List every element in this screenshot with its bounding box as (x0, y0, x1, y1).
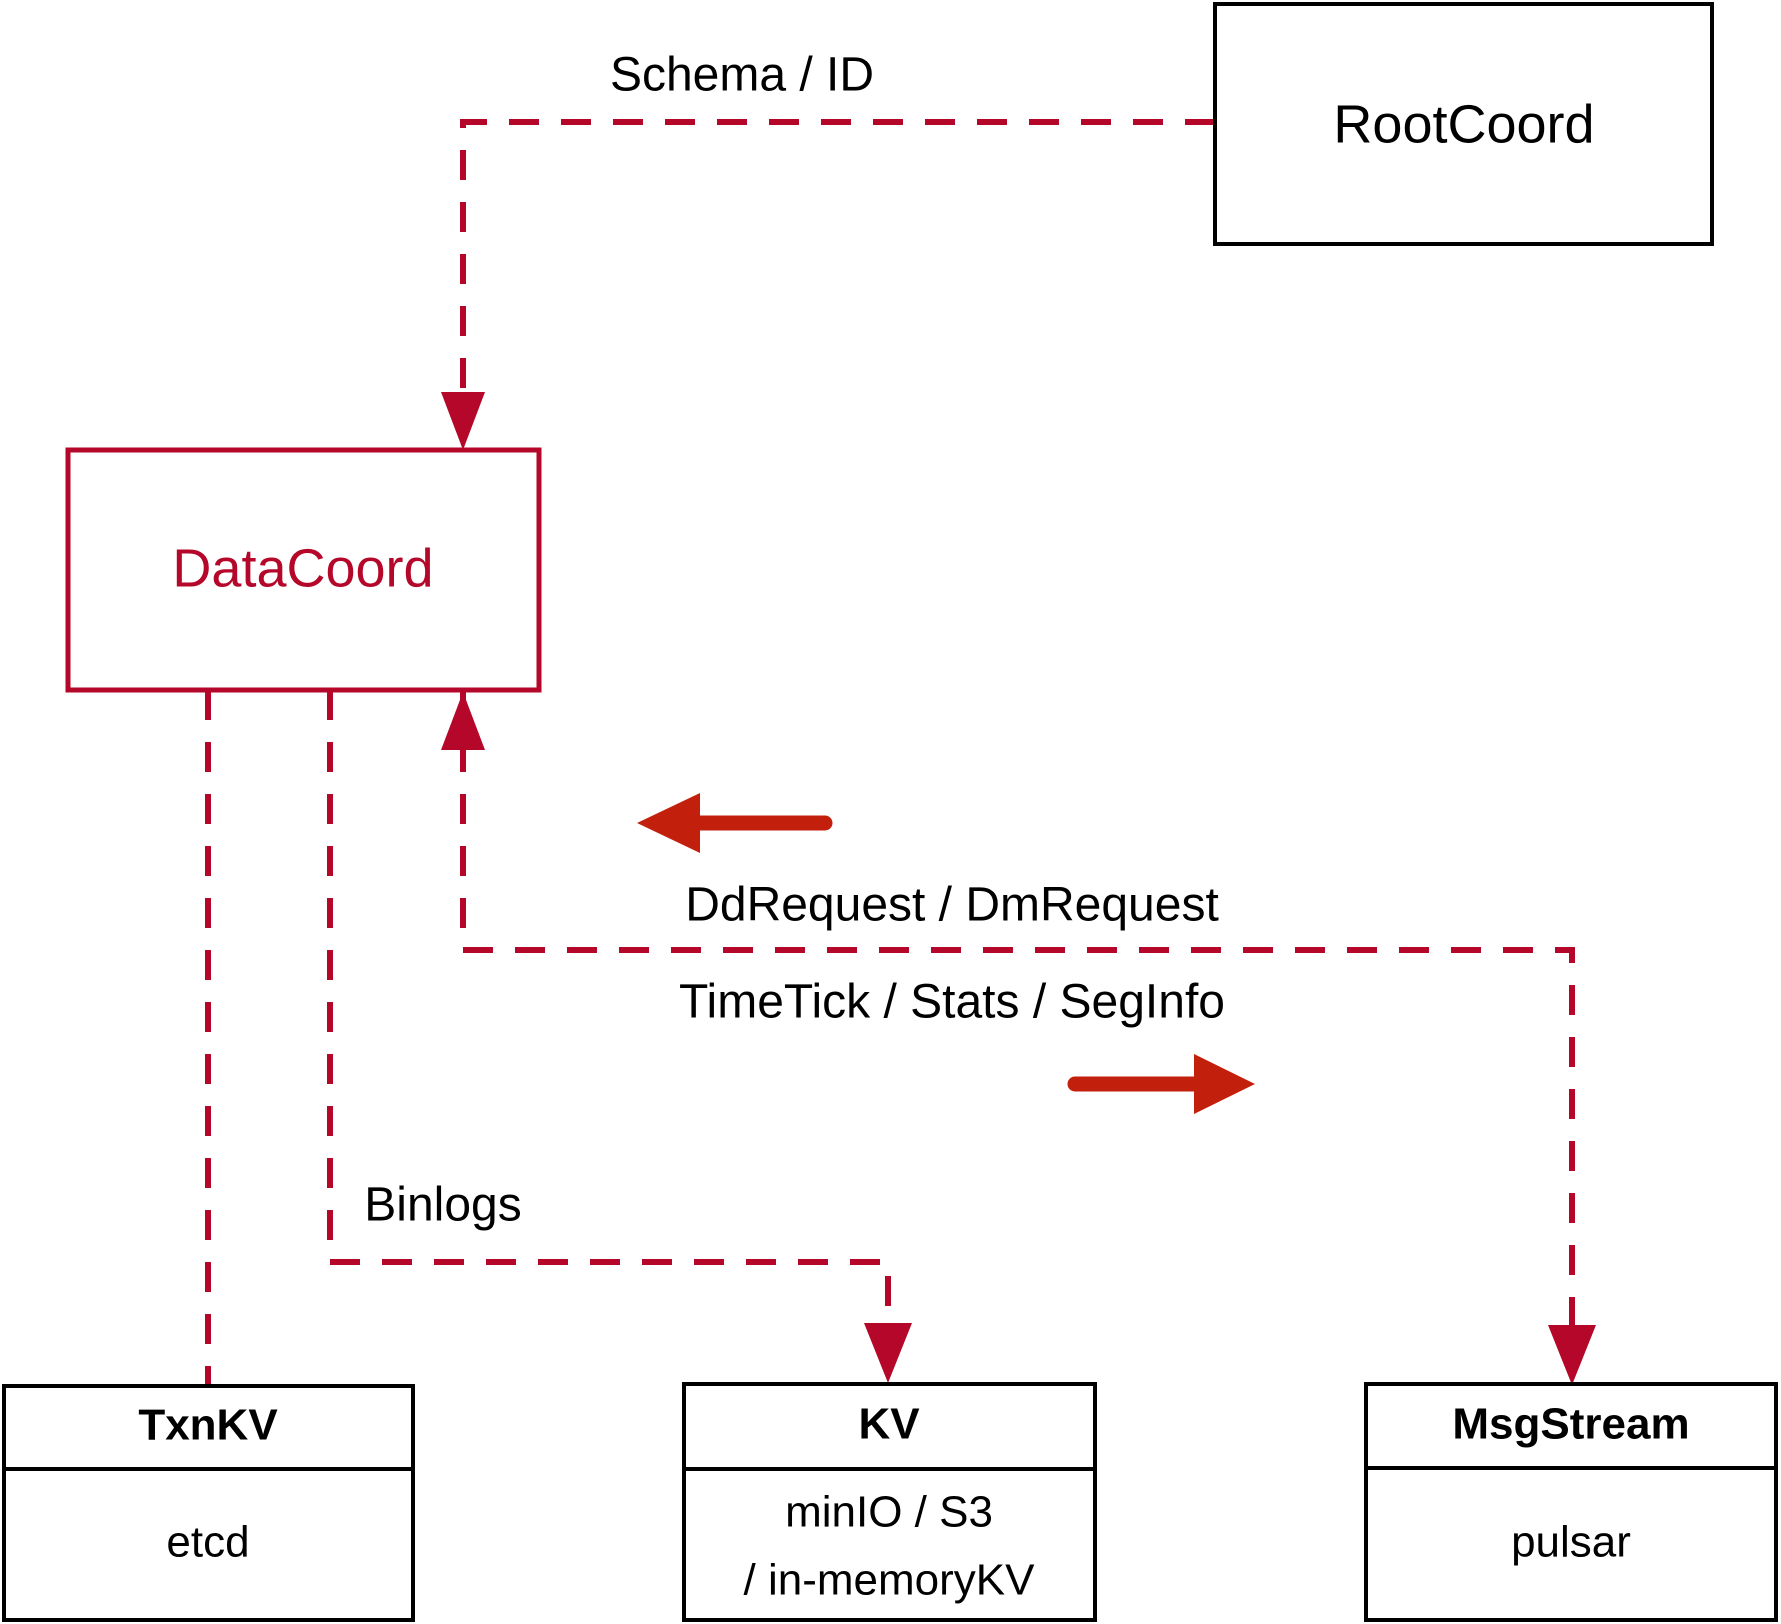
node-kv[interactable]: KV minIO / S3 / in-memoryKV (682, 1382, 1097, 1622)
node-txnkv-header: TxnKV (138, 1401, 278, 1450)
node-rootcoord-label: RootCoord (1333, 94, 1594, 154)
node-msgstream-box[interactable] (1364, 1382, 1778, 1622)
edge-schema-id (441, 119, 1215, 450)
edge-label-schema-id: Schema / ID (610, 49, 874, 102)
edge-schema-id-arrowhead (441, 392, 485, 450)
node-datacoord-box[interactable] (65, 447, 542, 693)
direction-arrow-left (637, 793, 833, 853)
node-datacoord-label: DataCoord (172, 538, 433, 598)
node-msgstream-body: pulsar (1511, 1518, 1631, 1567)
edge-schema-id-path (460, 119, 1215, 395)
node-rootcoord-box[interactable] (1213, 2, 1714, 246)
edge-msgstream-path (460, 690, 1575, 1330)
edge-binlogs (327, 690, 912, 1383)
edge-msgstream-up-arrowhead (441, 692, 485, 750)
node-kv-header: KV (858, 1400, 920, 1449)
node-txnkv[interactable]: TxnKV etcd (2, 1384, 415, 1622)
node-txnkv-body: etcd (166, 1518, 249, 1567)
node-txnkv-box[interactable] (2, 1384, 415, 1622)
node-msgstream-header: MsgStream (1452, 1400, 1689, 1449)
node-datacoord[interactable]: DataCoord (65, 447, 542, 693)
direction-arrow-left-head (637, 793, 700, 853)
node-rootcoord[interactable]: RootCoord (1213, 2, 1714, 246)
edge-msgstream-route (441, 690, 1596, 1385)
node-kv-body-line2: / in-memoryKV (744, 1556, 1036, 1605)
direction-arrow-right (1067, 1054, 1255, 1114)
edge-binlogs-arrowhead (864, 1323, 912, 1383)
edge-label-dd-dm-request: DdRequest / DmRequest (685, 879, 1219, 932)
node-kv-body-line1: minIO / S3 (785, 1488, 993, 1537)
edge-binlogs-path (327, 690, 891, 1330)
edge-msgstream-down-arrowhead (1548, 1325, 1596, 1385)
direction-arrow-right-head (1194, 1054, 1255, 1114)
edge-label-binlogs: Binlogs (364, 1179, 521, 1232)
node-kv-box[interactable] (682, 1382, 1097, 1622)
edge-label-timetick-stats-seginfo: TimeTick / Stats / SegInfo (679, 976, 1225, 1029)
node-msgstream[interactable]: MsgStream pulsar (1364, 1382, 1778, 1622)
